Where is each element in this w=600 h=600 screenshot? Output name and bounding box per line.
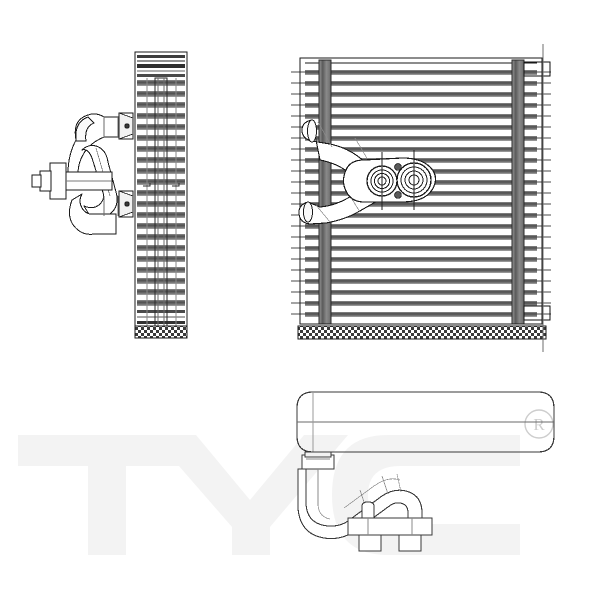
front-top-rail (299, 57, 543, 64)
bracket-stud-right (398, 534, 422, 552)
front-core-outline (299, 57, 543, 325)
side-hatched-base (134, 325, 188, 339)
front-left-rail (318, 59, 332, 325)
front-corner-box-tr (523, 61, 551, 77)
side-upper-port-collar (118, 112, 134, 140)
top-housing-outline (296, 391, 555, 453)
front-port-bolt-holes (394, 163, 402, 199)
side-lower-port-collar (118, 190, 134, 218)
side-core-fin-stack (134, 51, 188, 339)
bracket-stud-left (358, 534, 382, 552)
front-right-rail (511, 59, 525, 325)
side-tube-assembly (31, 112, 134, 235)
front-edge-tabs (291, 62, 551, 324)
top-mounting-bracket (347, 517, 433, 552)
side-fin-rows (137, 80, 185, 306)
view-side-view (31, 51, 188, 339)
side-inlet-flange (31, 162, 113, 200)
view-top-view (296, 391, 555, 552)
front-port-crosshairs (381, 150, 415, 210)
view-front-view (291, 44, 551, 352)
front-corner-box-br (523, 305, 551, 321)
front-hatched-base (297, 325, 547, 340)
